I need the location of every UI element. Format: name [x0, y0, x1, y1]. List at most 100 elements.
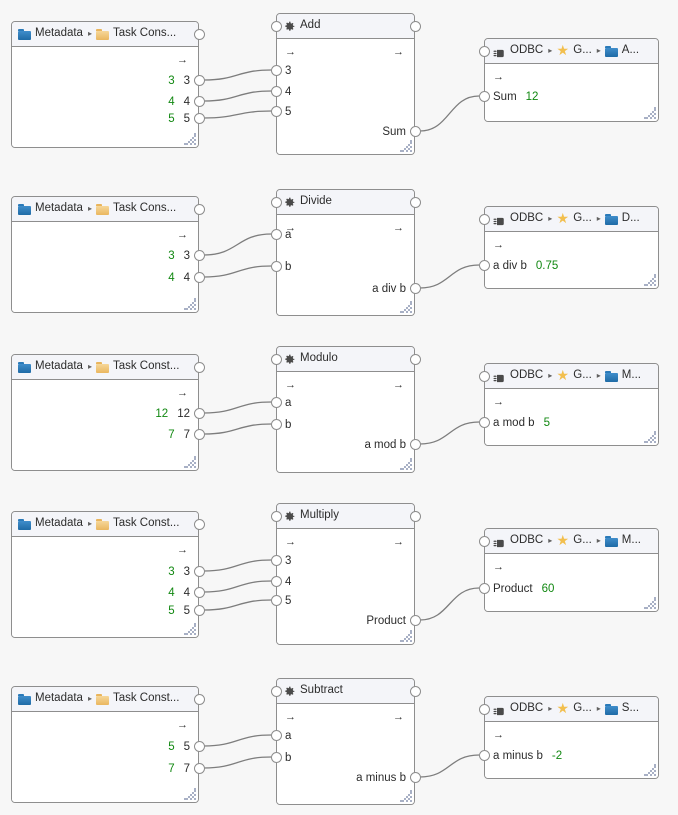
operation-header-out-port[interactable] [409, 20, 421, 32]
source-output-port[interactable] [193, 565, 205, 577]
operation-input-port[interactable] [270, 228, 282, 240]
operation-output-port[interactable] [409, 771, 421, 783]
operation-header-out-port[interactable] [409, 353, 421, 365]
target-header-port[interactable] [478, 370, 490, 382]
target-header-port[interactable] [478, 535, 490, 547]
operation-node-header[interactable]: Modulo [277, 347, 414, 372]
target-input-port[interactable] [478, 416, 490, 428]
operation-header-out-port[interactable] [409, 196, 421, 208]
operation-node-header[interactable]: Multiply [277, 504, 414, 529]
resize-grip[interactable] [400, 140, 412, 152]
operation-header-in-port[interactable] [270, 510, 282, 522]
operation-output-port[interactable] [409, 438, 421, 450]
operation-input-port[interactable] [270, 575, 282, 587]
operation-header-in-port[interactable] [270, 353, 282, 365]
target-node-header[interactable]: ODBC▸★G...▸S... [485, 697, 658, 722]
source-output-port[interactable] [193, 428, 205, 440]
target-node-header[interactable]: ODBC▸★G...▸A... [485, 39, 658, 64]
operation-output-port[interactable] [409, 614, 421, 626]
target-header-port[interactable] [478, 45, 490, 57]
source-output-port[interactable] [193, 407, 205, 419]
resize-grip[interactable] [184, 456, 196, 468]
operation-input-port[interactable] [270, 64, 282, 76]
target-input-port[interactable] [478, 259, 490, 271]
source-header-port[interactable] [193, 518, 205, 530]
source-output-port[interactable] [193, 74, 205, 86]
resize-grip[interactable] [644, 107, 656, 119]
source-header-port[interactable] [193, 28, 205, 40]
operation-node-header[interactable]: Divide [277, 190, 414, 215]
target-node-header[interactable]: ODBC▸★G...▸D... [485, 207, 658, 232]
target-input-port[interactable] [478, 582, 490, 594]
resize-grip[interactable] [184, 298, 196, 310]
target-header-port[interactable] [478, 213, 490, 225]
operation-header-in-port[interactable] [270, 685, 282, 697]
target-node-subtract-row[interactable]: ODBC▸★G...▸S...→a minus b-2 [484, 696, 659, 779]
resize-grip[interactable] [644, 431, 656, 443]
target-node-header[interactable]: ODBC▸★G...▸M... [485, 364, 658, 389]
operation-header-out-port[interactable] [409, 510, 421, 522]
target-node-header[interactable]: ODBC▸★G...▸M... [485, 529, 658, 554]
source-node-header[interactable]: Metadata▸Task Const... [12, 512, 198, 537]
operation-input-port[interactable] [270, 418, 282, 430]
source-output-port[interactable] [193, 271, 205, 283]
source-output-port[interactable] [193, 112, 205, 124]
operation-node-header[interactable]: Add [277, 14, 414, 39]
resize-grip[interactable] [644, 597, 656, 609]
source-output-port[interactable] [193, 740, 205, 752]
operation-header-in-port[interactable] [270, 196, 282, 208]
source-output-port[interactable] [193, 95, 205, 107]
operation-header-in-port[interactable] [270, 20, 282, 32]
source-header-port[interactable] [193, 203, 205, 215]
source-output-port[interactable] [193, 604, 205, 616]
operation-input-port[interactable] [270, 751, 282, 763]
resize-grip[interactable] [184, 623, 196, 635]
operation-header-out-port[interactable] [409, 685, 421, 697]
source-node-header[interactable]: Metadata▸Task Const... [12, 355, 198, 380]
resize-grip[interactable] [184, 133, 196, 145]
operation-input-port[interactable] [270, 85, 282, 97]
resize-grip[interactable] [400, 790, 412, 802]
resize-grip[interactable] [400, 630, 412, 642]
operation-input-port[interactable] [270, 105, 282, 117]
source-output-port[interactable] [193, 762, 205, 774]
operation-node-header[interactable]: Subtract [277, 679, 414, 704]
resize-grip[interactable] [644, 274, 656, 286]
target-input-port[interactable] [478, 749, 490, 761]
operation-input-port[interactable] [270, 729, 282, 741]
resize-grip[interactable] [644, 764, 656, 776]
operation-input-port[interactable] [270, 260, 282, 272]
source-node-header[interactable]: Metadata▸Task Const... [12, 687, 198, 712]
resize-grip[interactable] [184, 788, 196, 800]
target-header-port[interactable] [478, 703, 490, 715]
resize-grip[interactable] [400, 301, 412, 313]
source-header-port[interactable] [193, 361, 205, 373]
source-node-header[interactable]: Metadata▸Task Cons... [12, 197, 198, 222]
source-node-header[interactable]: Metadata▸Task Cons... [12, 22, 198, 47]
source-output-port[interactable] [193, 249, 205, 261]
operation-output-port[interactable] [409, 282, 421, 294]
source-header-port[interactable] [193, 693, 205, 705]
operation-input-port[interactable] [270, 396, 282, 408]
target-input-port[interactable] [478, 90, 490, 102]
resize-grip[interactable] [400, 458, 412, 470]
operation-input-port[interactable] [270, 594, 282, 606]
source-output-port[interactable] [193, 586, 205, 598]
operation-output-port[interactable] [409, 125, 421, 137]
operation-input-port[interactable] [270, 554, 282, 566]
